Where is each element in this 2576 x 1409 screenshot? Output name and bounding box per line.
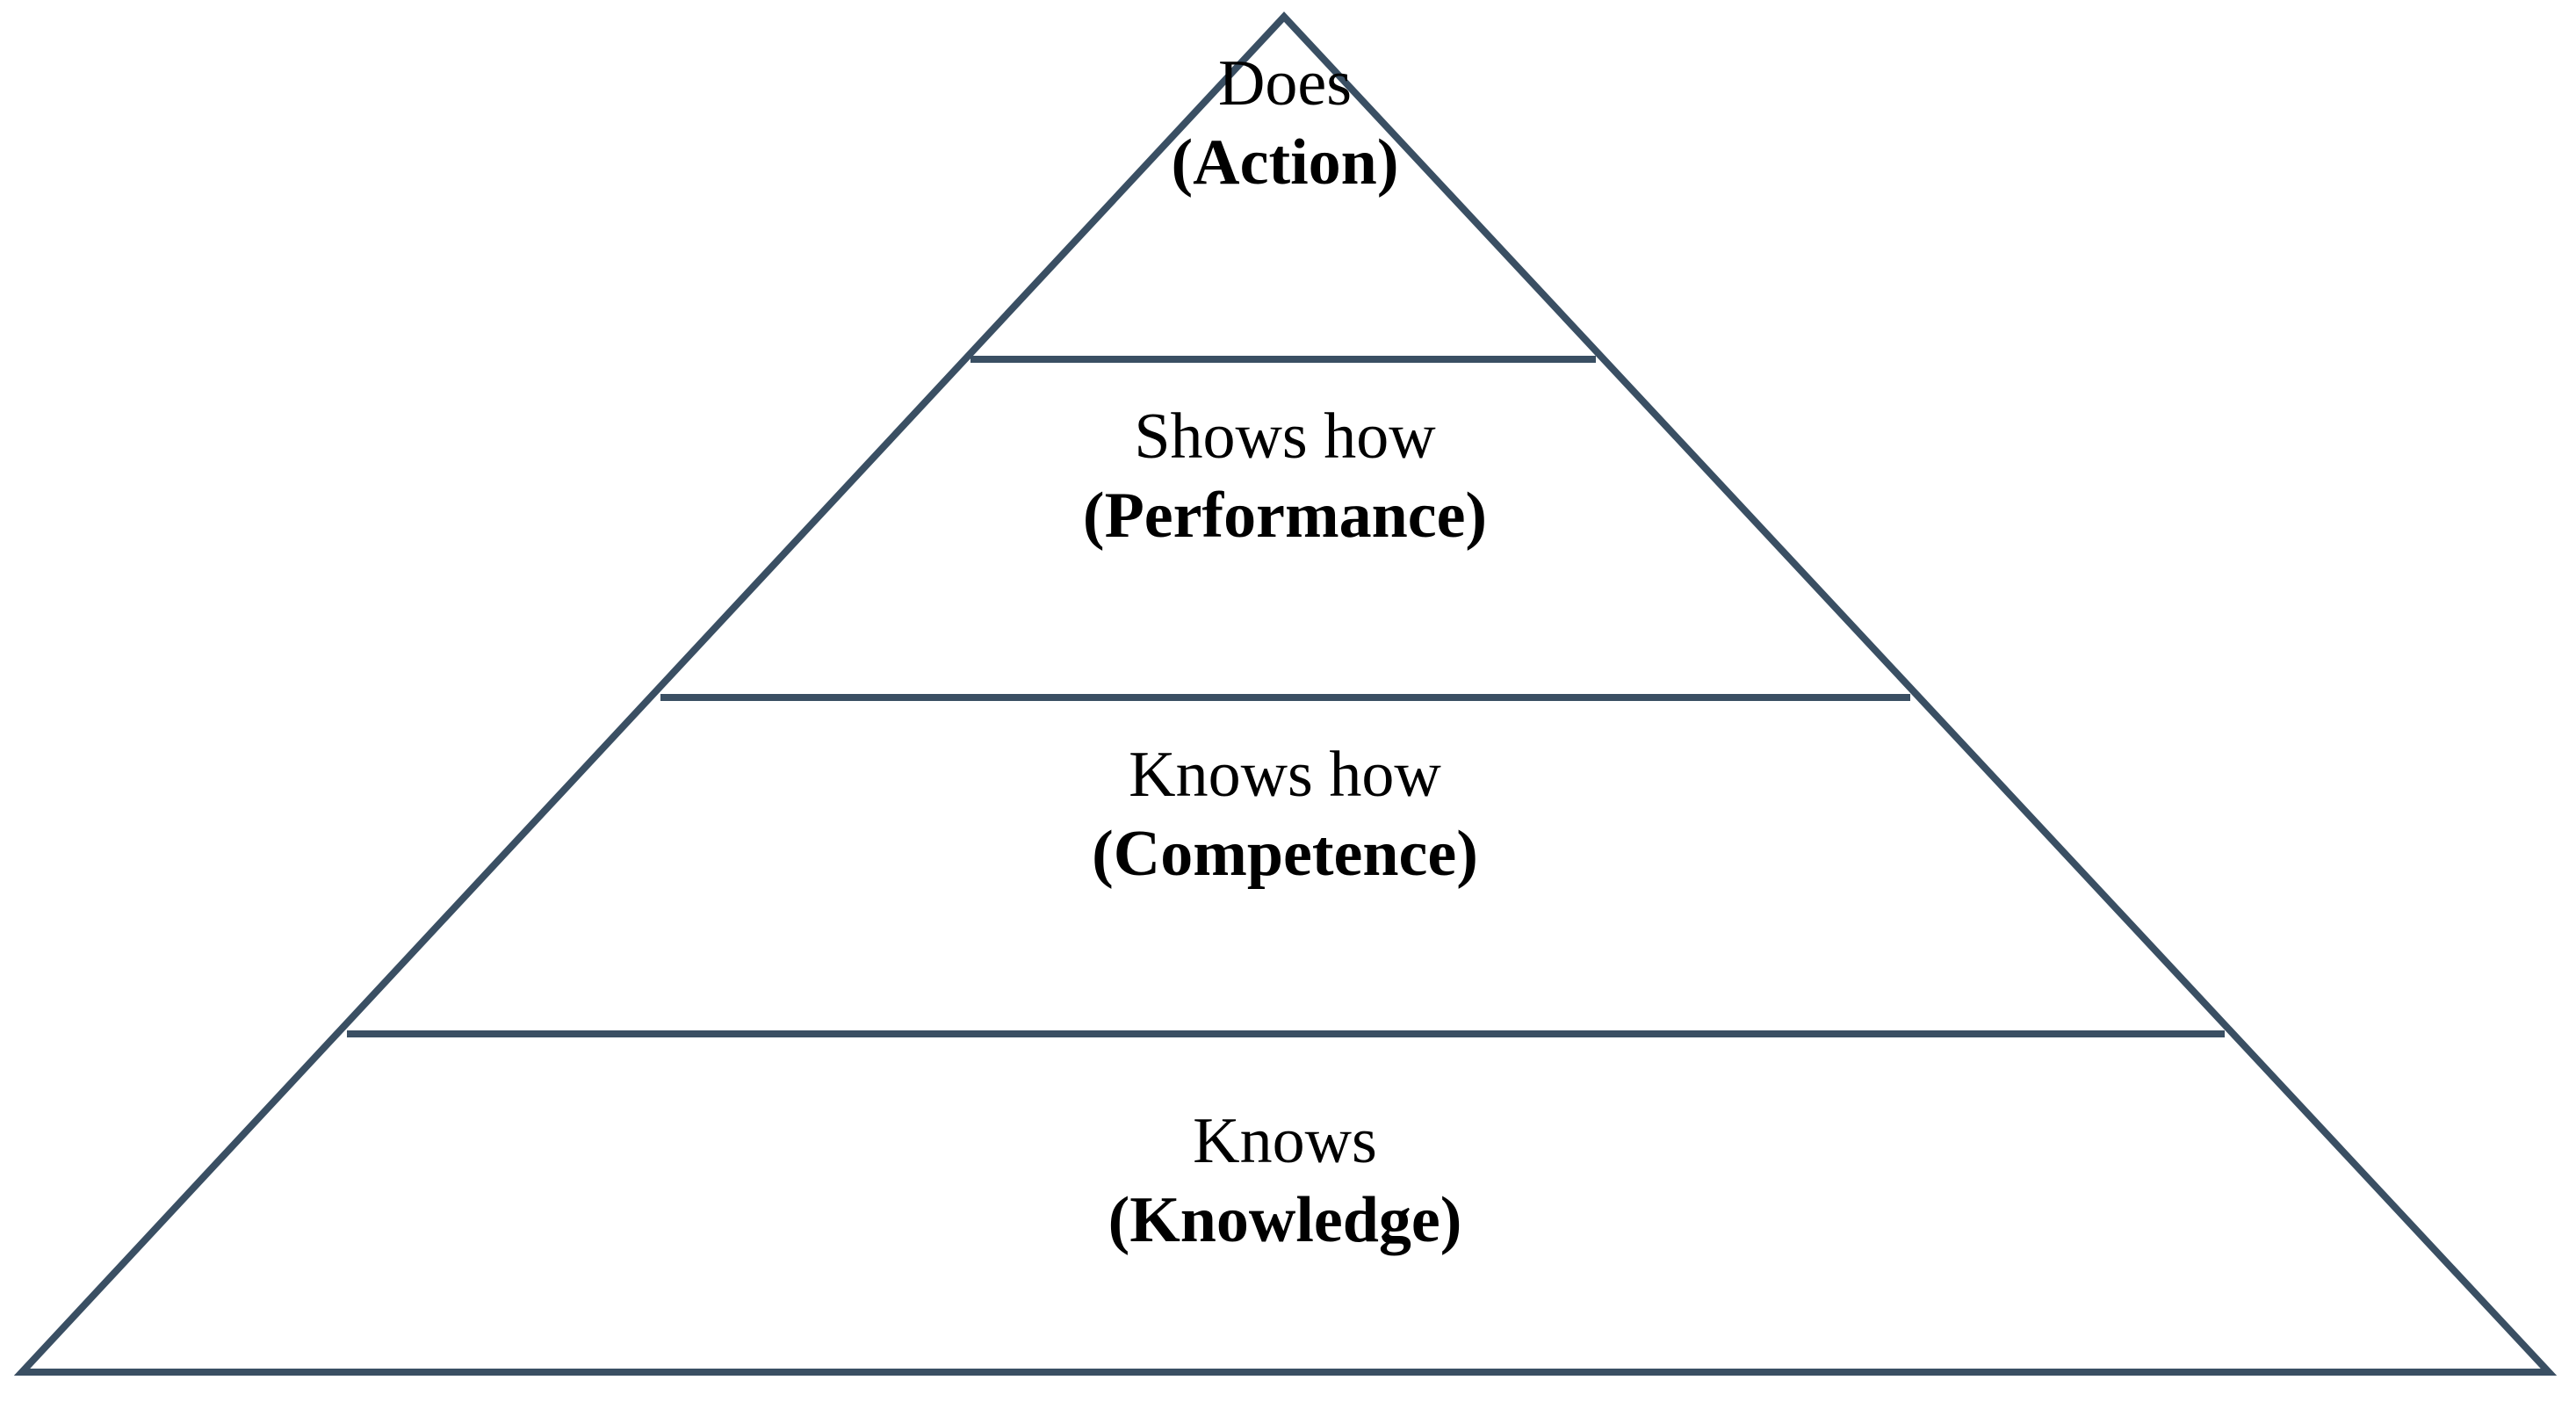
pyramid-level-does-secondary-label: (Action) [1171, 126, 1399, 199]
triangle-outline [13, 11, 2558, 1376]
pyramid-level-knows-how: Knows how (Competence) [1092, 742, 1478, 886]
pyramid-level-shows-how: Shows how (Performance) [1083, 404, 1487, 548]
pyramid-divider-lines [347, 356, 2225, 1037]
pyramid-level-knows: Knows (Knowledge) [1108, 1109, 1462, 1253]
pyramid-level-does: Does (Action) [1172, 51, 1399, 195]
pyramid-level-does-primary-label: Does [1217, 47, 1353, 119]
pyramid-outer-triangle [13, 11, 2558, 1376]
pyramid-level-knows-secondary-label: (Knowledge) [1108, 1184, 1462, 1256]
pyramid-level-knows-primary-label: Knows [1193, 1105, 1377, 1177]
pyramid-level-knows-how-secondary-label: (Competence) [1092, 818, 1478, 890]
pyramid-level-shows-how-primary-label: Shows how [1134, 401, 1436, 473]
pyramid-level-shows-how-secondary-label: (Performance) [1082, 480, 1488, 552]
pyramid-level-knows-how-primary-label: Knows how [1129, 739, 1441, 811]
